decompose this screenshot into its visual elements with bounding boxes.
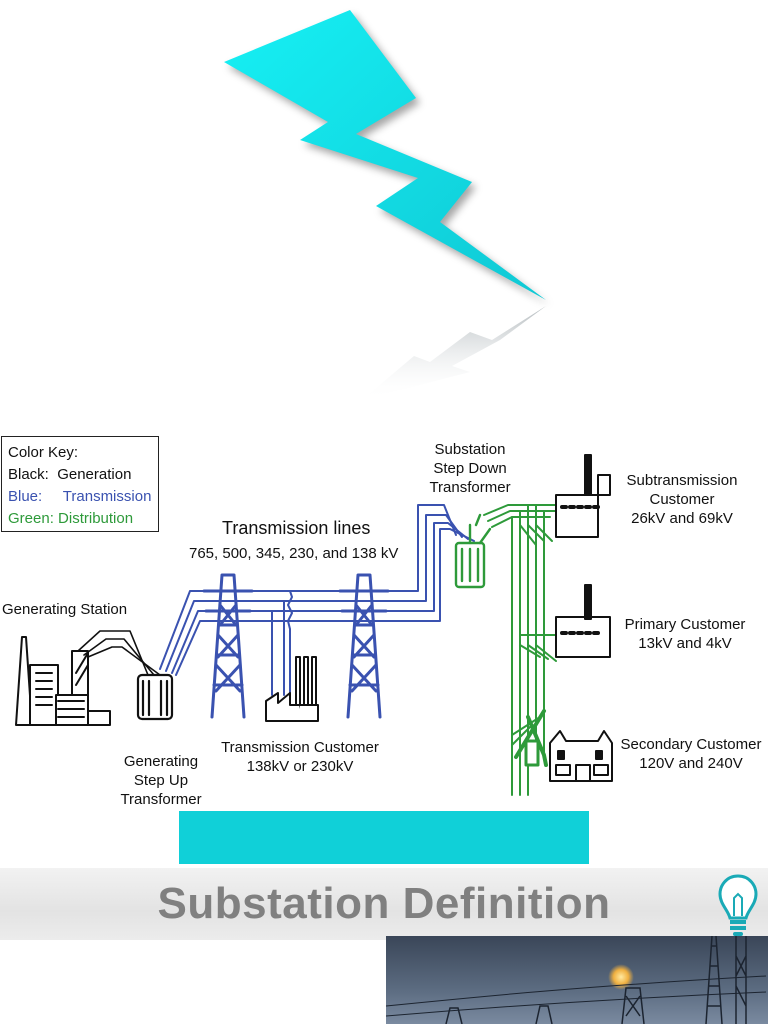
subtransmission-customer-label: Subtransmission Customer 26kV and 69kV [626,472,738,527]
transmission-voltages-label: 765, 500, 345, 230, and 138 kV [189,545,399,562]
lightbulb-icon [718,874,758,936]
substation-photo [386,936,768,1024]
color-key: Color Key: Black: Generation Blue: Trans… [1,436,159,532]
generating-station-icon [15,636,111,726]
color-key-distribution: Green: Distribution [8,510,134,527]
secondary-customer-house-icon [549,730,613,782]
power-grid-diagram [15,454,613,796]
primary-customer-label: Primary Customer 13kV and 4kV [624,616,746,652]
color-key-heading: Color Key: [8,444,79,461]
lightning-bolt-icon [224,10,546,400]
cyan-banner [179,811,589,864]
transmission-customer-label: Transmission Customer 138kV or 230kV [221,739,379,775]
color-key-transmission: Blue: Transmission [8,488,152,505]
generating-station-label: Generating Station [2,601,128,618]
transmission-tower-2 [338,573,390,719]
step-down-transformer-icon [454,513,492,589]
secondary-customer-label: Secondary Customer 120V and 240V [620,736,762,772]
transmission-customer-factory-icon [265,656,319,722]
primary-customer-icon [555,584,611,658]
color-key-generation: Black: Generation [8,466,132,483]
step-up-transformer-icon [136,673,174,721]
title-band [0,868,768,940]
transmission-lines-label: Transmission lines [222,518,371,538]
subtransmission-customer-icon [555,454,611,538]
substation-label: Substation Step Down Transformer [429,441,511,496]
step-up-transformer-label: Generating Step Up Transformer [120,753,202,808]
page-title: Substation Definition [157,879,611,928]
transmission-tower-1 [202,573,254,719]
